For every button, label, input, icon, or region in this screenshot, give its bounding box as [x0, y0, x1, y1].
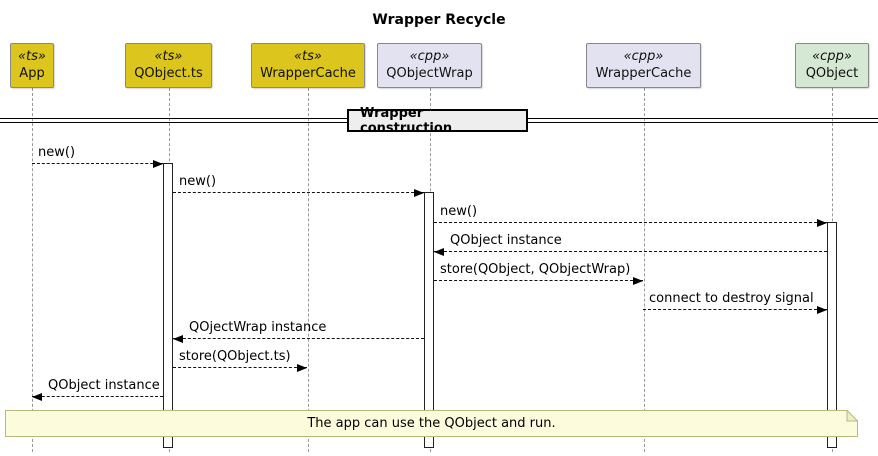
participant-stereotype: «cpp» — [812, 48, 852, 64]
message-label-qojectwrap-instance-reply: QOjectWrap instance — [189, 320, 327, 335]
message-line-connect-to-destroy-signal — [643, 309, 827, 310]
message-line-store-qobject-qobjectwrap — [434, 280, 643, 281]
participant-stereotype: «ts» — [18, 48, 46, 64]
qobject-ts-activation — [163, 163, 173, 448]
participant-name: QObject — [805, 65, 859, 81]
participant-stereotype: «ts» — [154, 48, 183, 64]
message-line-new-app-to-qobjectts — [32, 163, 163, 164]
message-label-store-qobjectts: store(QObject.ts) — [179, 349, 291, 364]
arrowhead-qobject-instance-reply — [434, 248, 444, 256]
message-line-new-qobjectts-to-qobjectwrap — [173, 192, 424, 193]
qobject-cpp-activation — [827, 222, 837, 448]
participant-name: App — [19, 65, 45, 81]
participant-name: WrapperCache — [595, 65, 692, 81]
message-line-store-qobjectts — [173, 367, 307, 368]
divider-label: Wrapper construction — [360, 105, 453, 136]
arrowhead-connect-to-destroy-signal — [817, 306, 827, 314]
message-line-new-qobjectwrap-to-qobject — [434, 222, 827, 223]
lifeline-wrappercache-ts — [308, 88, 309, 452]
participant-qobject-ts: «ts»QObject.ts — [125, 43, 212, 88]
participant-name: WrapperCache — [260, 65, 356, 81]
lifeline-app-ts — [32, 88, 33, 452]
message-line-qobject-instance-to-app — [32, 396, 163, 397]
participant-name: QObject.ts — [134, 65, 203, 81]
message-label-new-app-to-qobjectts: new() — [38, 145, 76, 160]
participant-qobject-cpp: «cpp»QObject — [795, 43, 869, 88]
arrowhead-new-qobjectts-to-qobjectwrap — [414, 189, 424, 197]
arrowhead-store-qobject-qobjectwrap — [633, 277, 643, 285]
message-label-qobject-instance-reply: QObject instance — [450, 233, 562, 248]
participant-wrappercache-ts: «ts»WrapperCache — [251, 43, 365, 88]
participant-stereotype: «cpp» — [409, 48, 450, 64]
divider-wrapper-construction: Wrapper construction — [347, 106, 528, 136]
note: The app can use the QObject and run. — [5, 409, 859, 437]
diagram-title: Wrapper Recycle — [372, 12, 506, 28]
message-line-qobject-instance-reply — [434, 251, 827, 252]
participant-qobjectwrap-cpp: «cpp»QObjectWrap — [377, 43, 482, 88]
message-label-new-qobjectwrap-to-qobject: new() — [440, 204, 478, 219]
arrowhead-new-qobjectwrap-to-qobject — [817, 219, 827, 227]
arrowhead-store-qobjectts — [297, 364, 307, 372]
arrowhead-qobject-instance-to-app — [32, 393, 42, 401]
participant-name: QObjectWrap — [386, 65, 473, 81]
arrowhead-qojectwrap-instance-reply — [173, 335, 183, 343]
participant-app-ts: «ts»App — [10, 43, 54, 88]
note-shape — [5, 409, 859, 437]
message-label-qobject-instance-to-app: QObject instance — [48, 378, 160, 393]
message-line-qojectwrap-instance-reply — [173, 338, 424, 339]
participant-stereotype: «cpp» — [623, 48, 664, 64]
qobjectwrap-activation — [424, 192, 434, 448]
arrowhead-new-app-to-qobjectts — [153, 160, 163, 168]
participant-stereotype: «ts» — [294, 48, 322, 64]
message-label-new-qobjectts-to-qobjectwrap: new() — [179, 174, 217, 189]
participant-wrappercache-cpp: «cpp»WrapperCache — [586, 43, 701, 88]
lifeline-wrappercache-cpp — [644, 88, 645, 452]
note-text: The app can use the QObject and run. — [307, 416, 556, 431]
message-label-store-qobject-qobjectwrap: store(QObject, QObjectWrap) — [440, 262, 631, 277]
message-label-connect-to-destroy-signal: connect to destroy signal — [649, 291, 814, 306]
